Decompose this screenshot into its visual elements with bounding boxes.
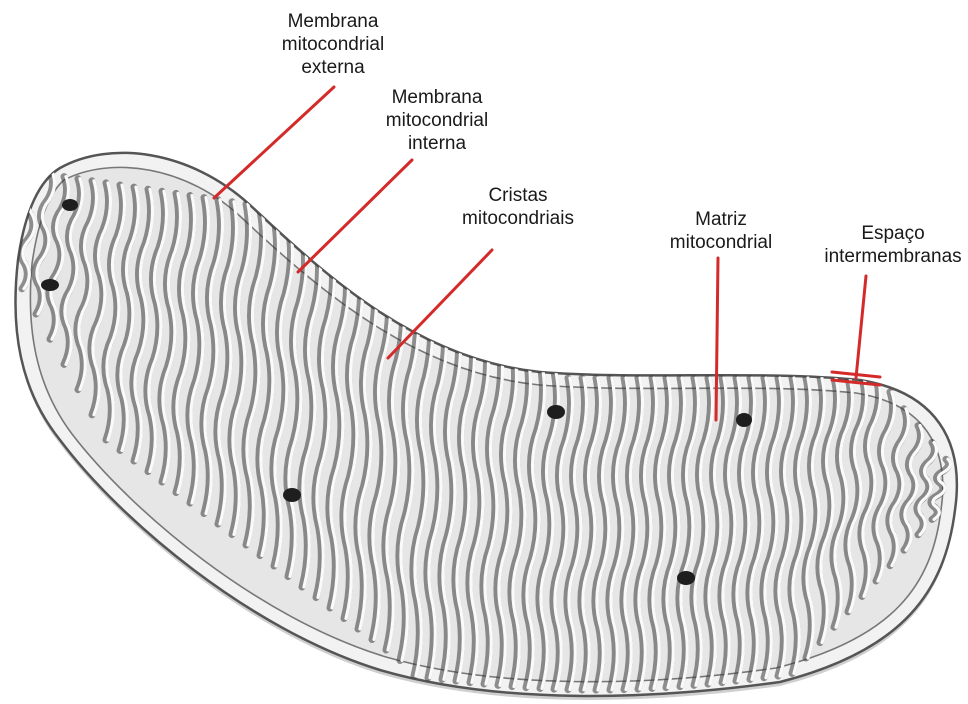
- granule: [677, 571, 695, 585]
- granule: [41, 279, 59, 291]
- granule: [547, 405, 565, 419]
- label-line: interna: [372, 132, 502, 155]
- leader-line-cristae: [388, 250, 492, 358]
- label-inner-membrane: Membrana mitocondrial interna: [372, 86, 502, 155]
- label-line: mitocondrial: [268, 33, 398, 56]
- label-intermembrane-space: Espaço intermembranas: [822, 222, 964, 268]
- leader-line-intermembrane-space: [856, 276, 866, 378]
- label-line: Espaço: [822, 222, 964, 245]
- granule: [736, 413, 752, 427]
- label-line: Cristas: [448, 184, 588, 207]
- granule: [283, 488, 301, 502]
- label-line: Membrana: [268, 10, 398, 33]
- label-line: mitocondriais: [448, 207, 588, 230]
- label-cristae: Cristas mitocondriais: [448, 184, 588, 230]
- label-outer-membrane: Membrana mitocondrial externa: [268, 10, 398, 79]
- label-line: externa: [268, 56, 398, 79]
- label-line: mitocondrial: [372, 109, 502, 132]
- label-line: mitocondrial: [656, 231, 786, 254]
- leader-line-inner-membrane: [298, 160, 412, 272]
- label-matrix: Matriz mitocondrial: [656, 208, 786, 254]
- label-line: Membrana: [372, 86, 502, 109]
- leader-line-outer-membrane: [214, 87, 334, 198]
- leader-line-matrix: [716, 258, 718, 420]
- label-line: Matriz: [656, 208, 786, 231]
- label-line: intermembranas: [822, 245, 964, 268]
- granule: [62, 199, 78, 211]
